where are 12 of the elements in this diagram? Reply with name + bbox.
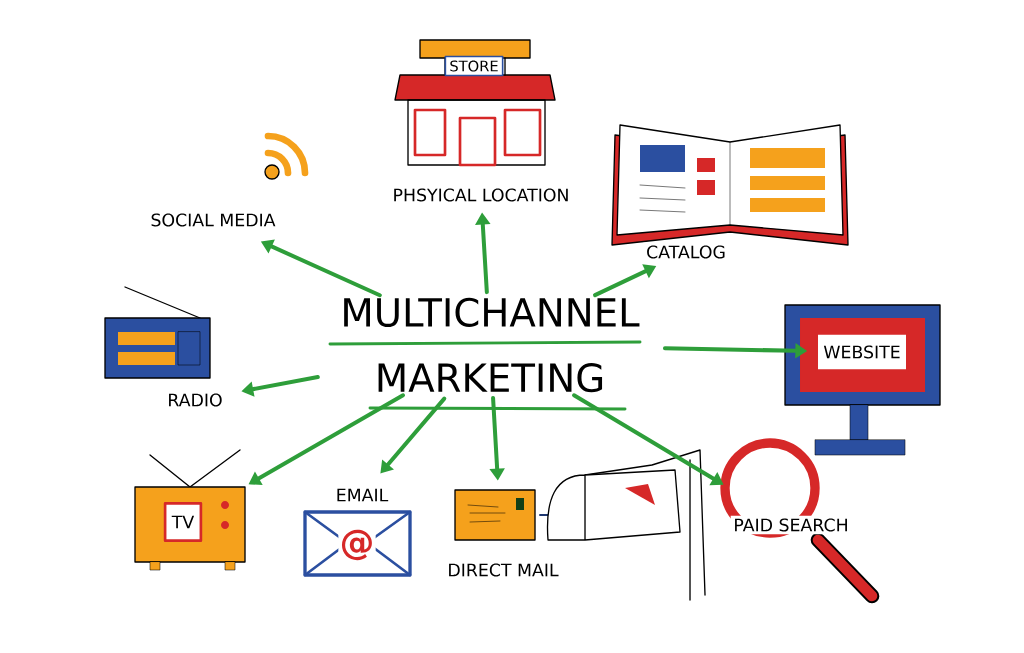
- channel-label: CATALOG: [643, 242, 729, 262]
- channel-label: PHSYICAL LOCATION: [389, 185, 573, 205]
- channel-label: EMAIL: [333, 486, 391, 504]
- channel-label: DIRECT MAIL: [444, 560, 562, 580]
- at-sign: @: [338, 528, 376, 562]
- store-sign: STORE: [444, 55, 504, 77]
- channel-label: RADIO: [164, 390, 226, 410]
- screen-box: TV: [163, 502, 203, 542]
- channel-label: SOCIAL MEDIA: [147, 210, 279, 230]
- screen-box: WEBSITE: [815, 332, 909, 372]
- title-text: MULTICHANNEL MARKETING: [344, 297, 640, 393]
- channel-label: PAID SEARCH: [730, 515, 852, 535]
